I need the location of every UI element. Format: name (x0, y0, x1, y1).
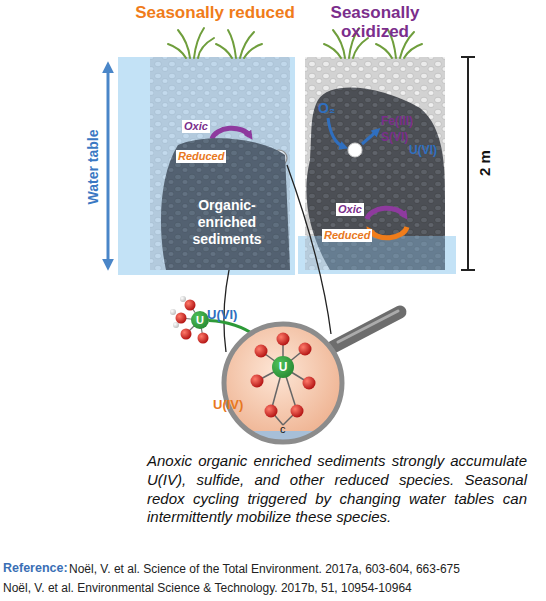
species-label: S(VI) (381, 130, 408, 144)
panel-heading: Seasonally oxidized (295, 3, 455, 41)
redox-label: Oxic (182, 120, 210, 133)
reference-entry: Noël, V. et al. Environmental Science & … (3, 581, 412, 595)
seasonally-reduced-panel: Seasonally reducedOrganic-enriched sedim… (150, 57, 290, 270)
magnifier-circle: U(IV)cU (221, 321, 345, 445)
atom-symbol: U (272, 356, 294, 378)
species-label: U(VI) (207, 307, 237, 322)
dimension-label: 2 m (476, 150, 494, 176)
uranium-atom: U (272, 356, 294, 378)
reference-heading: Reference: (3, 561, 68, 576)
redox-label: Reduced (176, 150, 226, 163)
species-label: U(IV) (213, 397, 243, 412)
uranyl-atom: UU(VI) (191, 311, 209, 329)
atom-symbol: U (191, 311, 209, 329)
carbon-label: c (280, 423, 286, 435)
species-label: U(VI) (409, 143, 437, 157)
reference-entry: Noël, V. et al. Science of the Total Env… (69, 562, 460, 576)
species-label: Fe(III) (381, 114, 413, 128)
panel-heading: Seasonally reduced (135, 3, 295, 22)
redox-label: Oxic (336, 203, 364, 216)
species-label: O₂ (318, 100, 335, 117)
axis-label: Water table (85, 130, 102, 205)
redox-label: Reduced (322, 229, 372, 242)
sediment-label: Organic-enriched sediments (187, 197, 267, 248)
figure-caption: Anoxic organic enriched sediments strong… (147, 452, 527, 527)
